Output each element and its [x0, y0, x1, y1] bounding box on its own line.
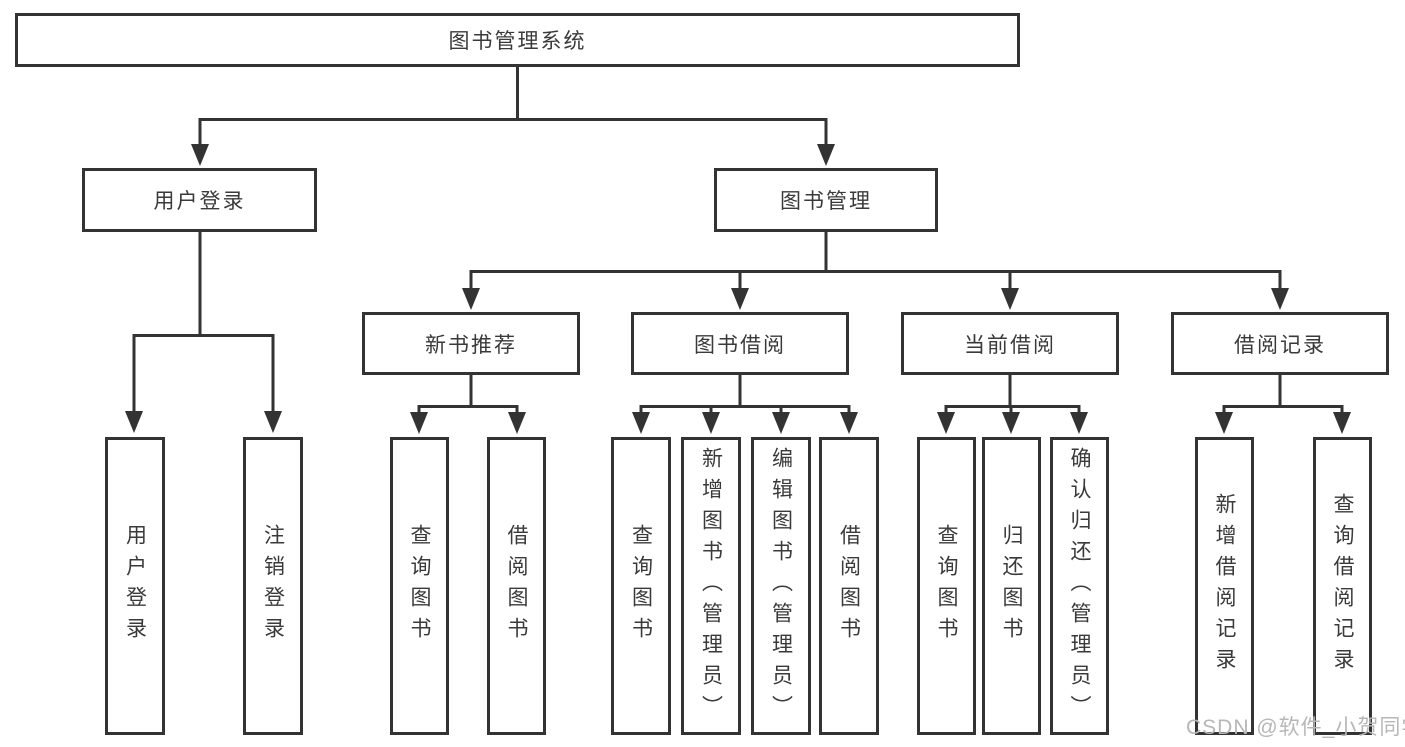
node-label: 图书管理	[780, 190, 872, 213]
node-label: 图书管理系统	[448, 30, 587, 53]
arrow-down-icon	[410, 412, 428, 434]
leaf-user-login: 用户登录	[105, 437, 165, 735]
node-label: 查询图书	[935, 524, 958, 648]
leaf-add-book-admin: 新增图书（管理员）	[681, 437, 741, 735]
node-book-borrow: 图书借阅	[631, 312, 849, 375]
node-label: 用户登录	[153, 190, 246, 213]
leaf-add-borrow-record: 新增借阅记录	[1195, 437, 1254, 735]
arrow-down-icon	[125, 411, 143, 433]
arrow-down-icon	[731, 288, 749, 310]
node-label: 注销登录	[261, 524, 285, 648]
node-label: 查询图书	[408, 524, 431, 648]
leaf-borrow-book-2: 借阅图书	[819, 437, 879, 735]
node-label: 新增借阅记录	[1213, 493, 1236, 679]
node-label: 借阅记录	[1234, 333, 1326, 357]
arrow-down-icon	[264, 411, 282, 433]
leaf-return-book: 归还图书	[982, 437, 1041, 735]
node-label: 图书借阅	[694, 333, 786, 357]
arrow-down-icon	[632, 412, 650, 434]
arrow-down-icon	[1333, 412, 1351, 434]
leaf-query-book-3: 查询图书	[917, 437, 976, 735]
leaf-query-book-1: 查询图书	[390, 437, 449, 735]
arrow-down-icon	[840, 412, 858, 434]
arrowheads-group	[125, 144, 1351, 434]
node-label: 查询图书	[629, 524, 653, 648]
node-label: 当前借阅	[964, 333, 1056, 357]
leaf-confirm-return-admin: 确认归还（管理员）	[1050, 437, 1109, 735]
arrow-down-icon	[462, 288, 480, 310]
node-borrow-records: 借阅记录	[1171, 312, 1389, 375]
leaf-logout: 注销登录	[243, 437, 303, 735]
node-new-book-recommend: 新书推荐	[362, 312, 580, 375]
node-label: 归还图书	[1000, 524, 1023, 648]
arrow-down-icon	[1001, 288, 1019, 310]
connector-lines-group	[132, 66, 1344, 413]
leaf-query-book-2: 查询图书	[611, 437, 671, 735]
node-book-management: 图书管理	[714, 168, 938, 232]
node-label: 新书推荐	[425, 333, 517, 357]
leaf-borrow-book-1: 借阅图书	[487, 437, 546, 735]
arrow-down-icon	[772, 412, 790, 434]
arrow-down-icon	[191, 144, 209, 166]
node-label: 借阅图书	[505, 524, 528, 648]
arrow-down-icon	[702, 412, 720, 434]
node-label: 编辑图书（管理员）	[769, 446, 793, 726]
node-label: 确认归还（管理员）	[1068, 446, 1091, 726]
leaf-edit-book-admin: 编辑图书（管理员）	[751, 437, 811, 735]
csdn-watermark: CSDN @软件_小贺同学	[1186, 716, 1405, 739]
arrow-down-icon	[1215, 412, 1233, 434]
node-label: 查询借阅记录	[1331, 493, 1354, 679]
arrow-down-icon	[1070, 412, 1088, 434]
node-root: 图书管理系统	[15, 13, 1020, 67]
arrow-down-icon	[937, 412, 955, 434]
arrow-down-icon	[508, 412, 526, 434]
arrow-down-icon	[1271, 288, 1289, 310]
node-current-borrow: 当前借阅	[901, 312, 1119, 375]
node-label: 用户登录	[123, 524, 147, 648]
arrow-down-icon	[1002, 412, 1020, 434]
leaf-query-borrow-record: 查询借阅记录	[1313, 437, 1372, 735]
node-user-login: 用户登录	[82, 168, 317, 232]
node-label: 新增图书（管理员）	[699, 446, 723, 726]
arrow-down-icon	[817, 144, 835, 166]
node-label: 借阅图书	[837, 524, 861, 648]
